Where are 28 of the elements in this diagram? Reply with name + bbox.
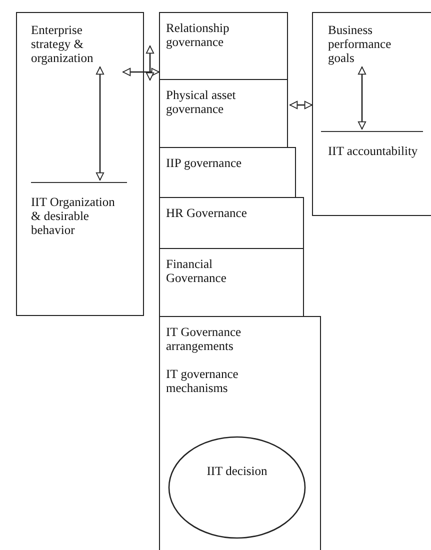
decision-ellipse [168,436,306,539]
panel-box [312,12,431,216]
section-text: IIT accountability [328,144,419,158]
double-arrow [358,66,366,130]
panel-box [159,248,304,317]
box-heading: Physical asset governance [165,88,237,116]
box-heading: IIP governance [165,156,243,170]
box-heading: Enterprise strategy & organization [31,23,121,65]
double-arrow [290,100,312,110]
box-heading: Financial Governance [165,257,228,285]
panel-box [159,147,296,198]
box-heading: Business performance goals [328,23,418,65]
double-arrow [122,68,160,76]
panel-box [159,79,288,148]
panel-box [159,316,321,550]
box-heading: HR Governance [165,206,248,220]
box-heading: Relationship governance [165,21,230,49]
box-text: IT governance mechanisms [165,367,240,395]
divider-section [321,131,423,158]
panel-box [159,197,304,249]
double-arrow [146,46,154,80]
panel-box [16,12,144,316]
divider-section [31,182,127,237]
double-arrow [96,66,104,180]
ellipse-label: IIT decision [206,464,268,478]
box-heading: IT Governance arrangements [165,325,242,353]
panel-box [159,12,288,80]
section-text: IIT Organization & desirable behavior [31,195,116,237]
